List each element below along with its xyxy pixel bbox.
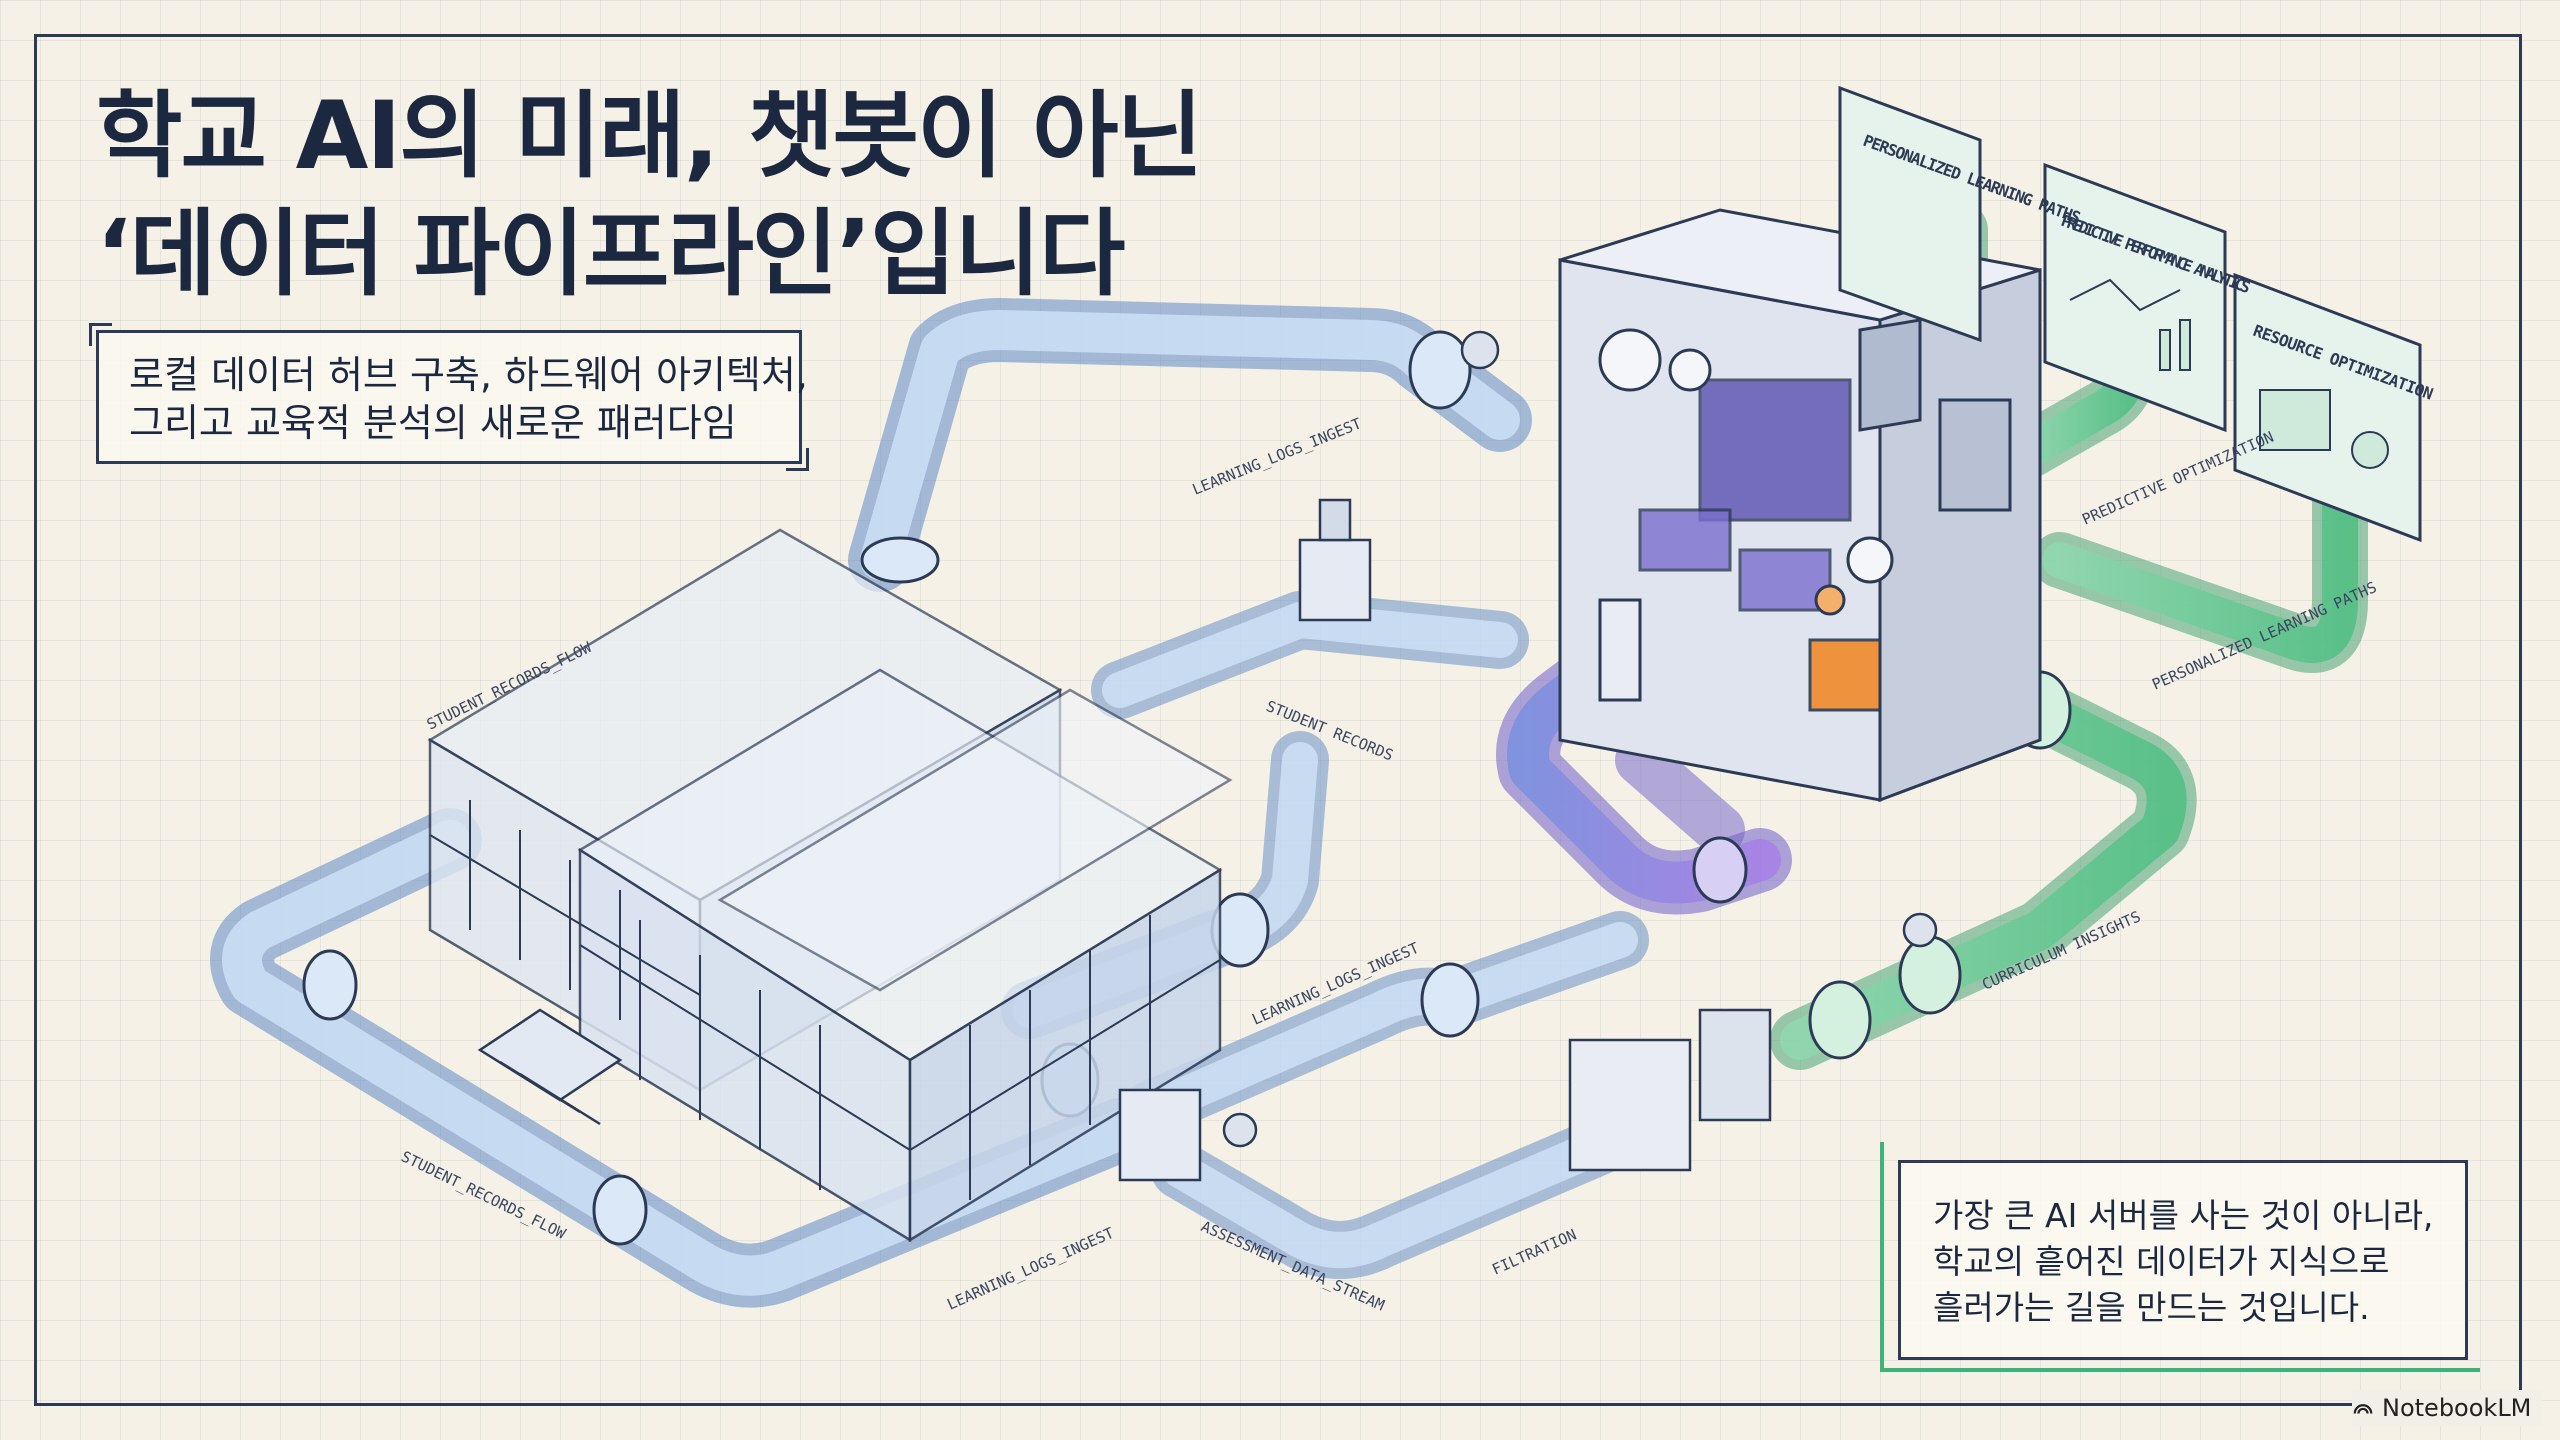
label-learning-logs-ingest-bottom: LEARNING_LOGS_INGEST bbox=[944, 1224, 1116, 1314]
valve-units bbox=[1118, 330, 1938, 1182]
quote-box: 가장 큰 AI 서버를 사는 것이 아니라, 학교의 흩어진 데이터가 지식으로… bbox=[1898, 1160, 2468, 1360]
quote-line-1: 가장 큰 AI 서버를 사는 것이 아니라, bbox=[1933, 1196, 2434, 1235]
subtitle-line-2: 그리고 교육적 분석의 새로운 패러다임 bbox=[129, 401, 737, 445]
quote-accent-border bbox=[1880, 1142, 2480, 1372]
label-predictive-optimization: PREDICTIVE OPTIMIZATION bbox=[2079, 428, 2276, 529]
notebooklm-badge[interactable]: NotebookLM bbox=[2352, 1390, 2542, 1426]
quote-line-2: 학교의 흩어진 데이터가 지식으로 bbox=[1933, 1242, 2390, 1281]
quote-line-3: 흘러가는 길을 만드는 것입니다. bbox=[1933, 1288, 2370, 1327]
title-line-1: 학교 AI의 미래, 챗봇이 아닌 bbox=[96, 82, 1203, 191]
school-building bbox=[427, 528, 1233, 1243]
title-line-2: ‘데이터 파이프라인’입니다 bbox=[96, 200, 1125, 309]
subtitle-box: 로컬 데이터 허브 구축, 하드웨어 아키텍처, 그리고 교육적 분석의 새로운… bbox=[89, 323, 809, 471]
blue-pipe-network bbox=[210, 298, 1689, 1308]
slide-frame bbox=[34, 34, 2522, 1406]
subtitle-line-1: 로컬 데이터 허브 구축, 하드웨어 아키텍처, bbox=[129, 353, 808, 397]
output-panels bbox=[1838, 85, 2422, 543]
page-title: 학교 AI의 미래, 챗봇이 아닌 ‘데이터 파이프라인’입니다 bbox=[96, 78, 1296, 314]
label-filtration: FILTRATION bbox=[1489, 1225, 1579, 1278]
label-learning-logs-ingest-top: LEARNING_LOGS_INGEST bbox=[1190, 414, 1364, 498]
brand-name: NotebookLM bbox=[2382, 1394, 2532, 1422]
control-console bbox=[1558, 208, 2042, 803]
notebooklm-logo-icon bbox=[2353, 1404, 2373, 1414]
